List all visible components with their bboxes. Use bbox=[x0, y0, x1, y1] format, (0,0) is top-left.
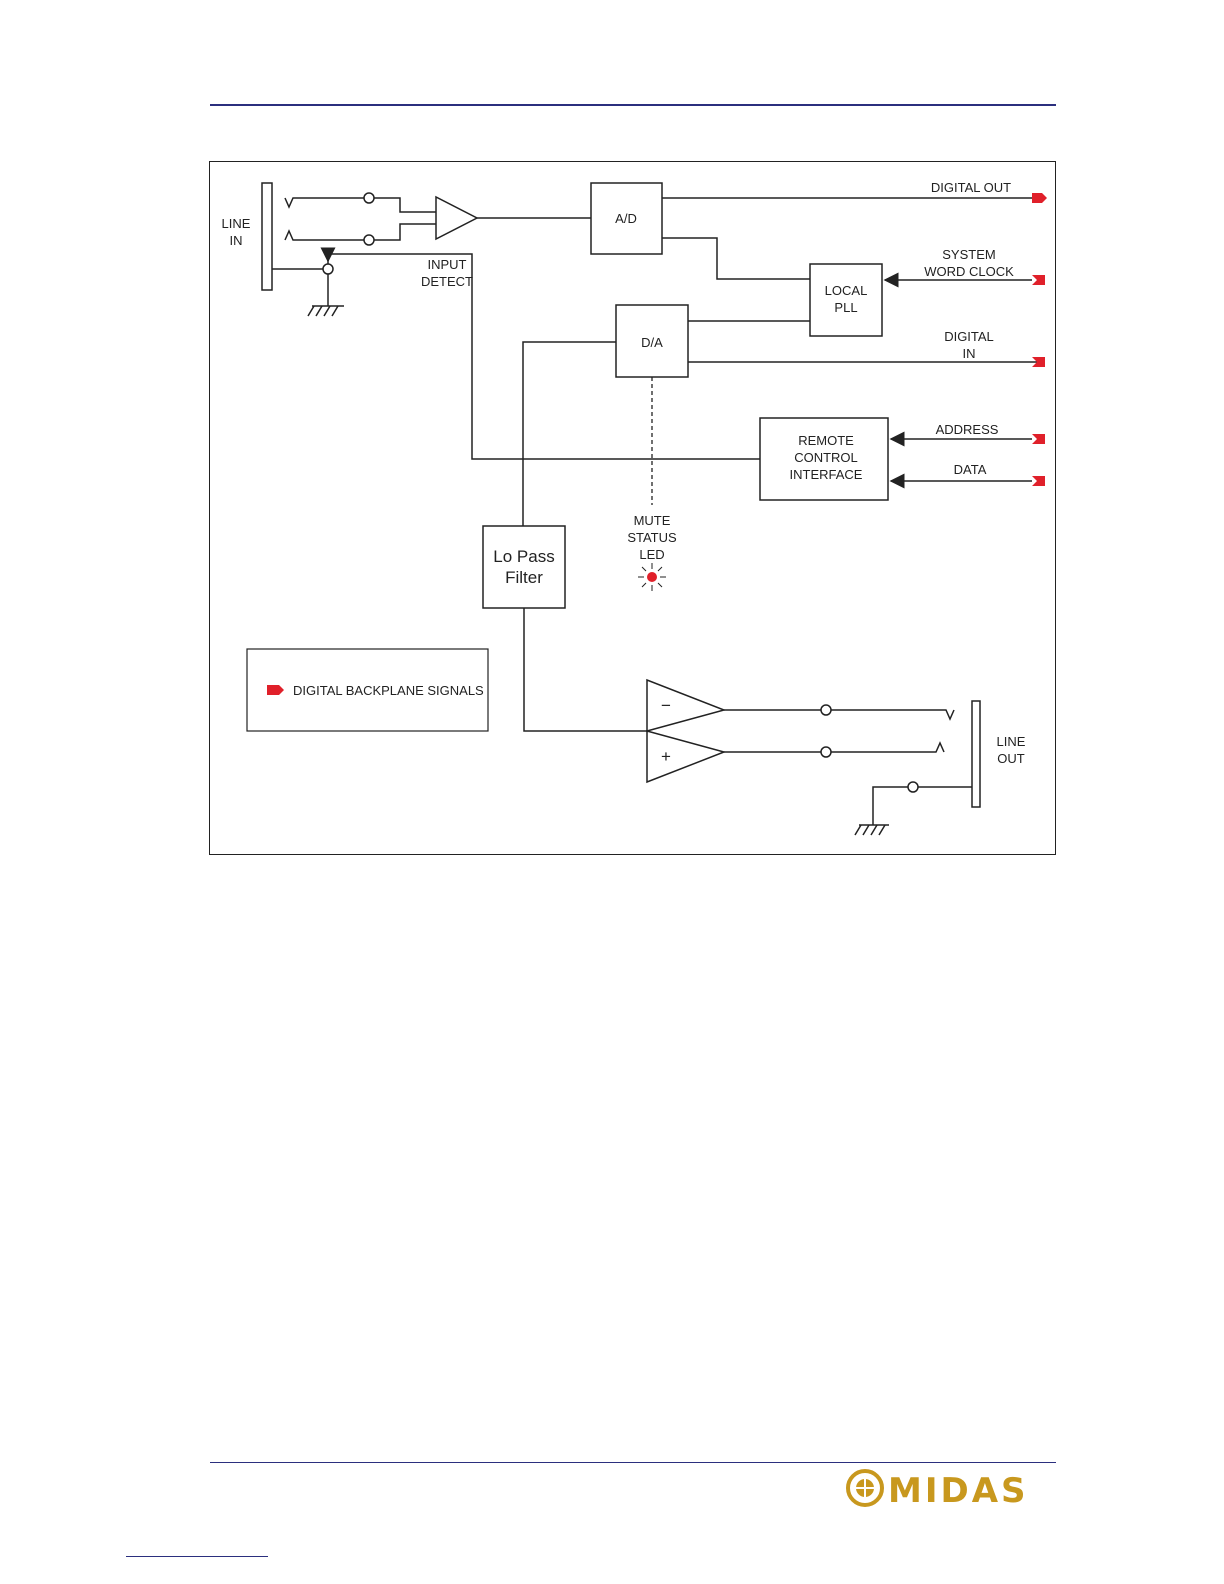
midas-logo: MIDAS bbox=[846, 1466, 1058, 1510]
filter-output-line bbox=[524, 608, 647, 731]
ad-pll-line bbox=[662, 238, 810, 279]
legend-label: DIGITAL BACKPLANE SIGNALS bbox=[293, 683, 484, 698]
digital-in-label-2: IN bbox=[963, 346, 976, 361]
remote-control-label-3: INTERFACE bbox=[790, 467, 863, 482]
address-signal-icon bbox=[1032, 434, 1045, 444]
logo-text: MIDAS bbox=[888, 1471, 1029, 1510]
mute-status-label-1: MUTE bbox=[634, 513, 671, 528]
da-label: D/A bbox=[641, 335, 663, 350]
system-word-clock-label-2: WORD CLOCK bbox=[924, 264, 1014, 279]
plus-sign: + bbox=[661, 747, 671, 766]
header-rule bbox=[210, 104, 1056, 106]
mute-status-label-3: LED bbox=[639, 547, 664, 562]
input-detect-label-1: INPUT bbox=[428, 257, 467, 272]
line-out-label-1: LINE bbox=[997, 734, 1026, 749]
digital-in-label-1: DIGITAL bbox=[944, 329, 994, 344]
data-label: DATA bbox=[954, 462, 987, 477]
remote-control-label-1: REMOTE bbox=[798, 433, 854, 448]
midas-emblem-icon bbox=[848, 1471, 882, 1505]
mute-led-icon bbox=[638, 563, 666, 591]
lo-pass-label-2: Filter bbox=[505, 568, 543, 587]
digital-out-label: DIGITAL OUT bbox=[931, 180, 1011, 195]
address-label: ADDRESS bbox=[936, 422, 999, 437]
data-signal-icon bbox=[1032, 476, 1045, 486]
output-amplifiers bbox=[647, 680, 724, 782]
block-diagram: LINE IN INPUT DETECT A/D DIGITAL OUT LOC… bbox=[209, 161, 1056, 855]
footer-link-underline bbox=[126, 1556, 268, 1557]
line-in-label-1: LINE bbox=[222, 216, 251, 231]
ad-label: A/D bbox=[615, 211, 637, 226]
line-in-connector bbox=[262, 183, 272, 290]
line-in-label-2: IN bbox=[230, 233, 243, 248]
remote-control-label-2: CONTROL bbox=[794, 450, 858, 465]
digital-out-signal-icon bbox=[1032, 193, 1047, 203]
output-wiring bbox=[724, 705, 972, 835]
local-pll-label-2: PLL bbox=[834, 300, 857, 315]
line-out-connector bbox=[972, 701, 980, 807]
da-filter-line bbox=[523, 342, 616, 526]
input-detect-label-2: DETECT bbox=[421, 274, 473, 289]
minus-sign: − bbox=[661, 696, 671, 715]
system-word-clock-label-1: SYSTEM bbox=[942, 247, 995, 262]
line-out-label-2: OUT bbox=[997, 751, 1025, 766]
lo-pass-label-1: Lo Pass bbox=[493, 547, 554, 566]
mute-status-label-2: STATUS bbox=[627, 530, 677, 545]
block-diagram-svg: LINE IN INPUT DETECT A/D DIGITAL OUT LOC… bbox=[209, 161, 1056, 855]
word-clock-signal-icon bbox=[1032, 275, 1045, 285]
lo-pass-filter-block bbox=[483, 526, 565, 608]
footer-rule bbox=[210, 1462, 1056, 1463]
local-pll-label-1: LOCAL bbox=[825, 283, 868, 298]
